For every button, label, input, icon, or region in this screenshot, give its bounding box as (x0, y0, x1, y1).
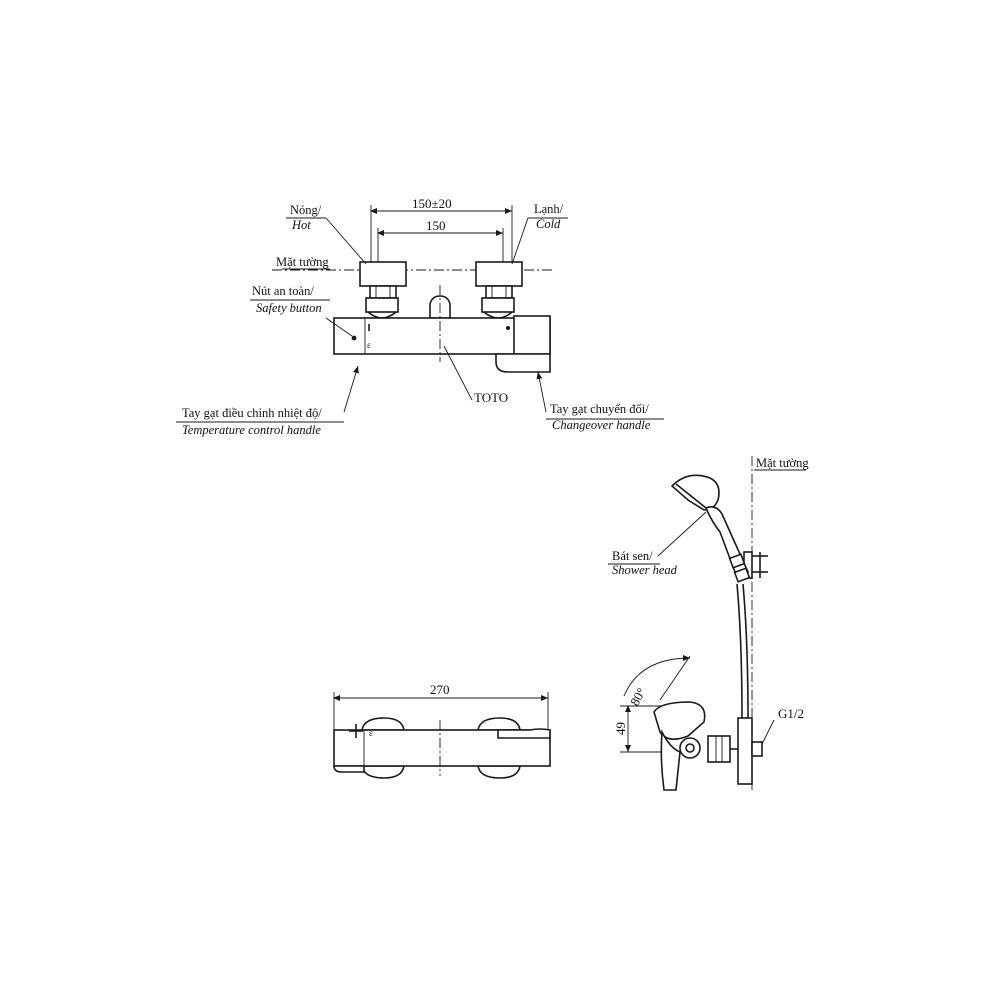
temp-label-vi: Tay gạt điều chỉnh nhiệt độ/ (182, 406, 322, 420)
cold-inlet-connector (475, 261, 523, 319)
dimension-center-range-label: 150±20 (412, 196, 452, 211)
shower-label-vi: Bát sen/ (612, 549, 653, 563)
cold-label-vi: Lạnh/ (534, 202, 564, 216)
leader-safety (325, 317, 353, 337)
safety-label-en: Safety button (256, 301, 322, 315)
safety-button-dot (351, 335, 357, 341)
leader-brand (443, 345, 473, 401)
svg-text:ε: ε (367, 340, 371, 350)
dimension-width-label: 270 (430, 682, 450, 697)
front-view: 150±20 150 (176, 196, 664, 437)
svg-text:ε: ε (369, 728, 373, 738)
shower-head (670, 474, 751, 583)
wall-label-top: Mặt tường (276, 255, 329, 269)
dimension-center-range: 150±20 (370, 196, 513, 262)
top-view: 270 ε (333, 682, 551, 779)
leader-changeover (536, 371, 547, 413)
side-view: Mặt tường 80° 49 (608, 456, 809, 791)
thread-label: G1/2 (778, 706, 804, 721)
dimension-center-label: 150 (426, 218, 446, 233)
hot-label-en: Hot (291, 218, 311, 232)
shower-label-en: Shower head (612, 563, 678, 577)
safety-label-vi: Nút an toàn/ (252, 284, 314, 298)
hot-label-vi: Nóng/ (290, 203, 322, 217)
mixer-body-side (653, 701, 763, 791)
changeover-label-vi: Tay gạt chuyển đổi/ (550, 402, 649, 416)
changeover-label-en: Changeover handle (552, 418, 651, 432)
leader-temp (343, 365, 359, 413)
temp-label-en: Temperature control handle (182, 423, 321, 437)
dimension-center: 150 (377, 218, 504, 262)
mixer-body-front: ε (333, 285, 551, 373)
shower-hose (742, 583, 749, 719)
hot-inlet-connector (359, 261, 407, 319)
leader-cold (511, 217, 529, 265)
leader-hot (325, 217, 367, 265)
dimension-angle-label: 80° (627, 685, 649, 708)
wall-label-side: Mặt tường (756, 456, 809, 470)
cold-label-en: Cold (536, 217, 561, 231)
brand-label: TOTO (474, 390, 508, 405)
dimension-height-label: 49 (613, 722, 628, 735)
